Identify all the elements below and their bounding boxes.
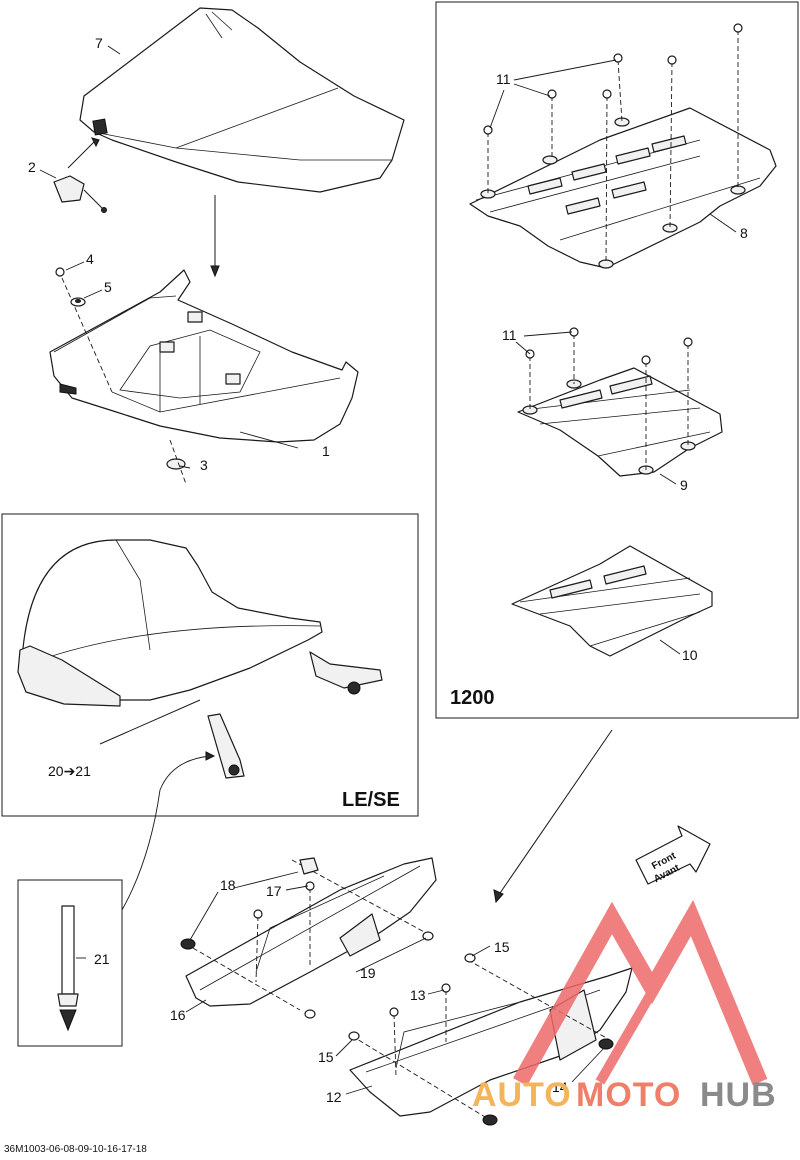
screw-part-4 xyxy=(55,267,65,277)
callout-1: 1 xyxy=(322,443,330,459)
watermark-auto: AUTO xyxy=(472,1076,572,1114)
callout-11-middle: 11 xyxy=(502,327,517,343)
callout-5: 5 xyxy=(104,279,112,295)
guard-part-16 xyxy=(185,857,437,1007)
callout-16: 16 xyxy=(170,1007,186,1023)
leader-lines xyxy=(39,45,737,1095)
arrow-windshield-to-nosepan xyxy=(210,195,220,278)
automotohub-watermark-logo xyxy=(513,899,768,1086)
fasteners-part-11-top xyxy=(483,23,743,265)
windshield-part-20 xyxy=(17,539,383,779)
le-se-label: LE/SE xyxy=(342,789,400,811)
drawing-reference-code: 36M1003-06-08-09-10-16-17-18 xyxy=(4,1144,147,1155)
nose-pan-part-1 xyxy=(49,269,359,443)
callout-12: 12 xyxy=(326,1089,342,1105)
link-arrow-head xyxy=(205,751,216,761)
callout-4: 4 xyxy=(86,251,94,267)
callout-19: 19 xyxy=(360,965,376,981)
grommet-part-3 xyxy=(166,439,187,485)
callout-14: 14 xyxy=(552,1079,568,1095)
belly-pan-part-8 xyxy=(469,107,777,269)
link-20-to-21 xyxy=(121,755,211,911)
callout-21: 21 xyxy=(94,951,110,967)
washer-part-5 xyxy=(70,297,86,307)
watermark-moto: MOTO xyxy=(576,1076,681,1114)
callout-13: 13 xyxy=(410,987,426,1003)
callout-7: 7 xyxy=(95,35,103,51)
callout-20-21: 20➔21 xyxy=(48,763,91,779)
le-se-frame xyxy=(1,513,419,817)
watermark-triangle-mark xyxy=(513,899,768,1086)
callout-15-upper: 15 xyxy=(494,939,510,955)
callout-17: 17 xyxy=(266,883,282,899)
arrow-engine-box-to-guards xyxy=(493,729,613,904)
plate-part-10 xyxy=(511,545,713,657)
stud-part-21-frame xyxy=(17,879,123,1047)
callout-18: 18 xyxy=(220,877,236,893)
skid-plate-part-9 xyxy=(517,367,723,477)
stud-part-21 xyxy=(57,905,79,1032)
callout-9: 9 xyxy=(680,477,688,493)
callout-2: 2 xyxy=(28,159,36,175)
arrow-clip-to-windshield xyxy=(67,137,100,169)
callout-8: 8 xyxy=(740,225,748,241)
clip-part-2 xyxy=(53,175,107,213)
callout-15-lower: 15 xyxy=(318,1049,334,1065)
windshield-part-7 xyxy=(79,7,405,193)
engine-1200-frame xyxy=(435,1,799,719)
callout-10: 10 xyxy=(682,647,698,663)
watermark-hub: HUB xyxy=(700,1076,777,1114)
callout-11-top: 11 xyxy=(496,71,511,87)
front-arrow-icon: Front Avant xyxy=(635,825,711,885)
engine-1200-label: 1200 xyxy=(450,687,495,709)
callout-3: 3 xyxy=(200,457,208,473)
fastener-axis-4-5 xyxy=(61,277,113,393)
